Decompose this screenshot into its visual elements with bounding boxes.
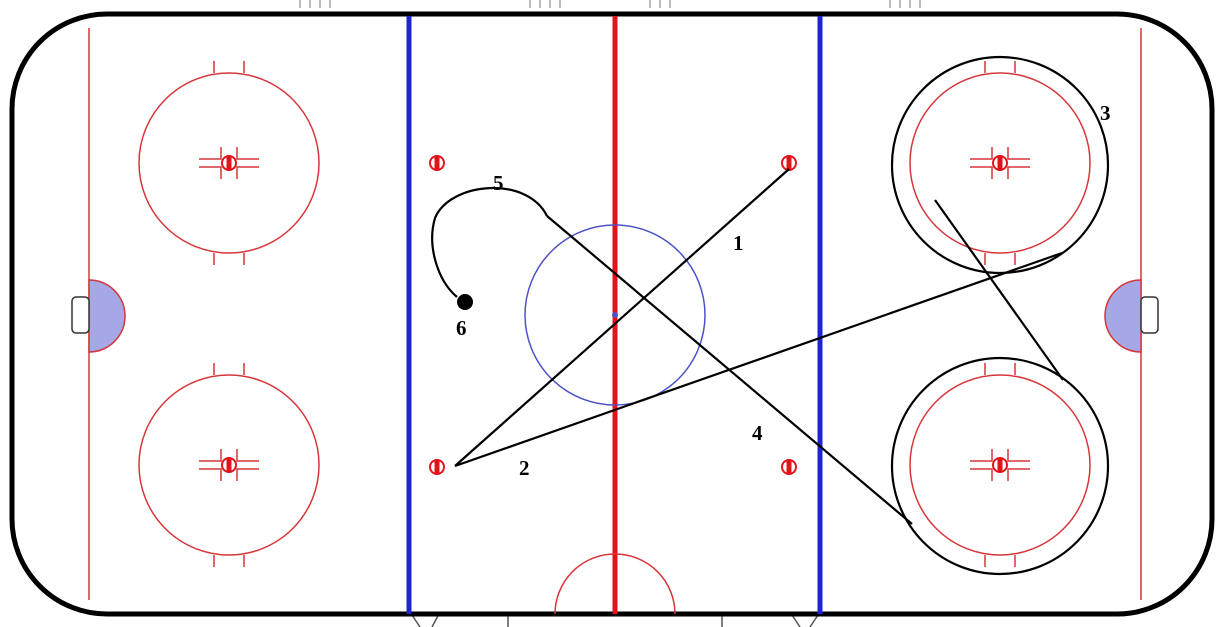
faceoff-circle-left-bottom bbox=[138, 363, 320, 567]
neutral-faceoff-dots bbox=[429, 155, 797, 475]
path-label-6: 6 bbox=[456, 316, 467, 340]
left-goal-net bbox=[71, 296, 90, 334]
right-goal-net bbox=[1140, 296, 1159, 334]
path-label-4: 4 bbox=[752, 421, 763, 445]
path-label-1: 1 bbox=[733, 231, 744, 255]
neutral-dot-bottom-left bbox=[429, 459, 445, 475]
path-segment-1 bbox=[454, 168, 790, 467]
top-bench-marks bbox=[299, 0, 921, 8]
center-dot bbox=[612, 312, 618, 318]
path-end-puck bbox=[457, 294, 473, 310]
faceoff-circle-right-bottom bbox=[909, 363, 1091, 567]
neutral-dot-top-left bbox=[429, 155, 445, 171]
path-loop-around-right-bottom-circle bbox=[890, 356, 1110, 576]
right-goal-crease bbox=[1104, 279, 1142, 353]
referee-crease bbox=[554, 553, 676, 615]
rink-boards bbox=[9, 11, 1215, 617]
neutral-dot-bottom-right bbox=[781, 459, 797, 475]
path-label-3: 3 bbox=[1100, 101, 1111, 125]
path-label-2: 2 bbox=[519, 456, 530, 480]
path-label-5: 5 bbox=[493, 171, 504, 195]
path-segment-2 bbox=[454, 251, 1063, 468]
faceoff-circle-left-top bbox=[138, 61, 320, 265]
path-loop-around-right-top-circle bbox=[890, 55, 1110, 275]
skating-drill-path bbox=[431, 55, 1110, 576]
left-goal-crease bbox=[88, 279, 126, 353]
path-segment-5-hook bbox=[431, 186, 548, 298]
faceoff-circle-right-top bbox=[909, 61, 1091, 265]
center-circle bbox=[524, 224, 706, 406]
path-segment-3-connector bbox=[934, 199, 1064, 381]
path-segment-4 bbox=[546, 215, 913, 525]
end-zone-faceoff-circles bbox=[138, 61, 1091, 567]
neutral-dot-top-right bbox=[781, 155, 797, 171]
